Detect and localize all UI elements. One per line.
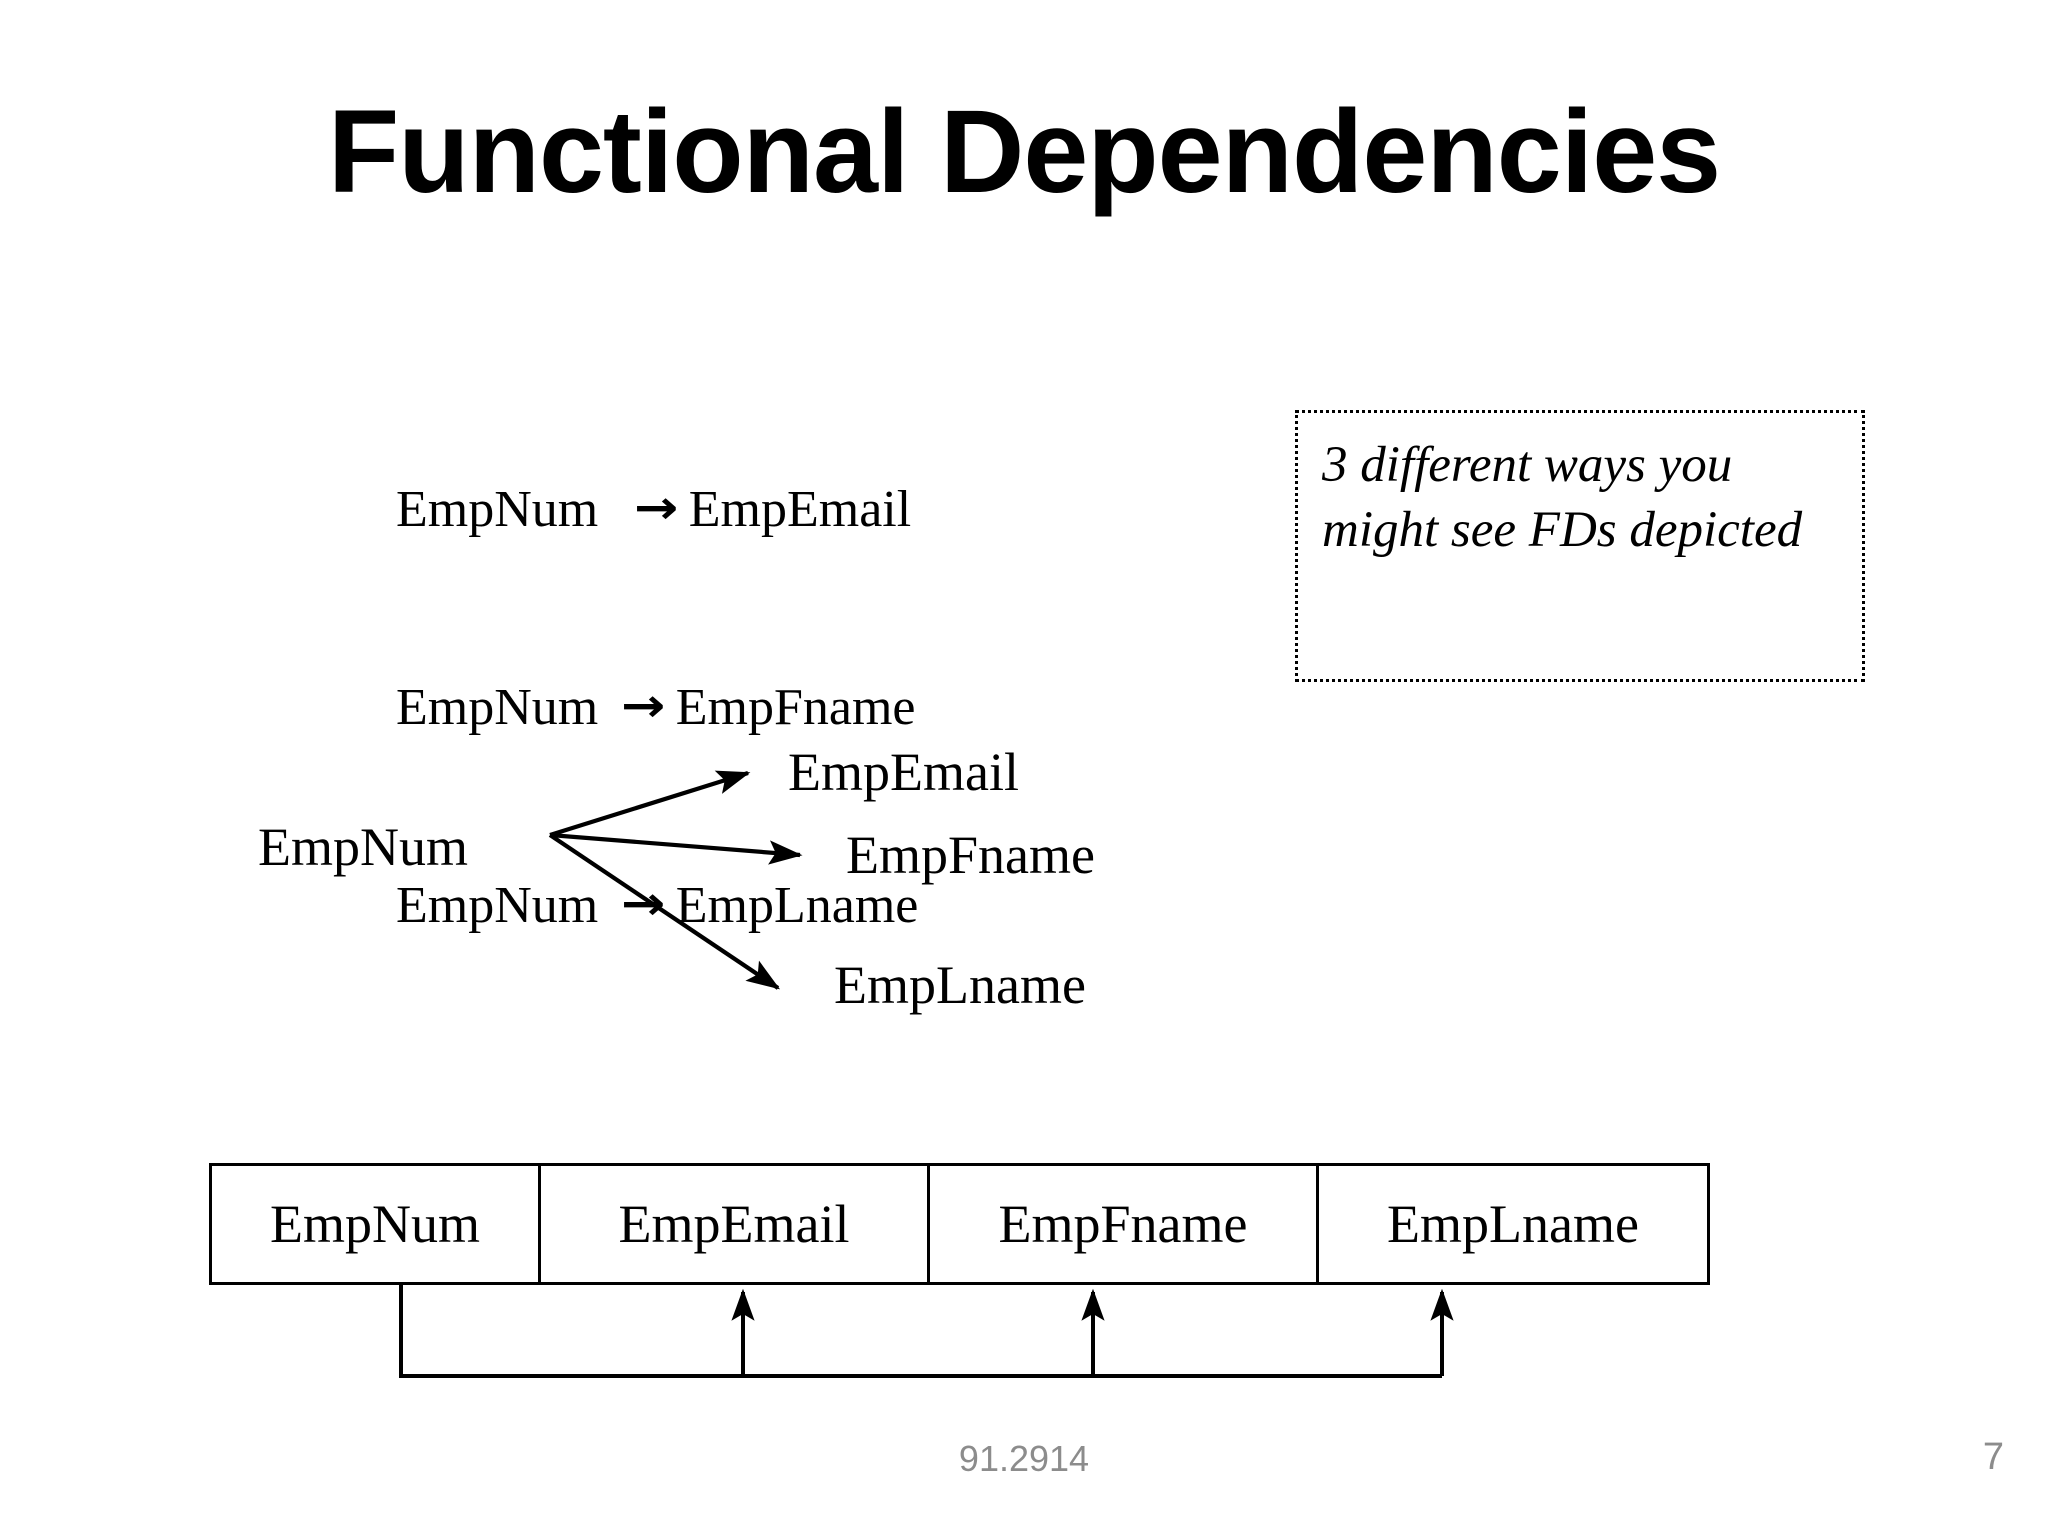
arrow-right-icon: →	[634, 480, 679, 534]
fd-line: EmpNum → EmpLname	[396, 873, 918, 939]
page-number: 7	[1982, 1436, 2004, 1478]
fd-notation-relation-table: EmpNum EmpEmail EmpFname EmpLname	[209, 1163, 1710, 1393]
table-cell-empemail: EmpEmail	[538, 1163, 930, 1285]
fan-target-label-emplname: EmpLname	[834, 955, 1086, 1015]
table-row: EmpNum EmpEmail EmpFname EmpLname	[209, 1163, 1710, 1285]
fd-dependent: EmpFname	[675, 679, 916, 736]
fan-arrows-svg	[548, 770, 803, 990]
fan-source-label: EmpNum	[258, 817, 468, 877]
fan-target-label-empfname: EmpFname	[846, 825, 1095, 885]
fd-dependent: EmpEmail	[688, 481, 912, 538]
fd-notation-text-list: EmpNum → EmpEmail EmpNum → EmpFname EmpN…	[396, 345, 918, 1071]
arrow-right-icon: →	[621, 876, 666, 930]
relation-connector-svg	[399, 1285, 1454, 1378]
table-cell-empnum: EmpNum	[209, 1163, 541, 1285]
fd-line: EmpNum → EmpEmail	[396, 477, 918, 543]
fd-dependent: EmpLname	[675, 877, 919, 934]
arrow-right-icon: →	[621, 678, 666, 732]
fd-determinant: EmpNum	[396, 679, 599, 736]
fan-arrow-to-empemail	[549, 770, 751, 838]
relation-header-table: EmpNum EmpEmail EmpFname EmpLname	[209, 1163, 1710, 1285]
fd-notation-fan-diagram: EmpNum EmpEmail EmpFname EmpLname	[200, 700, 1200, 1050]
footer-course-code: 91.2914	[958, 1438, 1090, 1479]
fan-arrow-to-emplname	[548, 833, 781, 990]
table-cell-emplname: EmpLname	[1316, 1163, 1710, 1285]
fan-target-label-empemail: EmpEmail	[788, 742, 1019, 802]
fd-gap	[598, 481, 624, 538]
fan-arrow-to-empfname	[549, 832, 803, 865]
callout-box: 3 different ways you might see FDs depic…	[1295, 410, 1865, 682]
callout-text: 3 different ways you might see FDs depic…	[1322, 437, 1803, 558]
fd-line: EmpNum → EmpFname	[396, 675, 918, 741]
page-title: Functional Dependencies	[327, 86, 1721, 218]
fd-determinant: EmpNum	[396, 481, 599, 538]
fd-determinant: EmpNum	[396, 877, 599, 934]
table-cell-empfname: EmpFname	[927, 1163, 1319, 1285]
